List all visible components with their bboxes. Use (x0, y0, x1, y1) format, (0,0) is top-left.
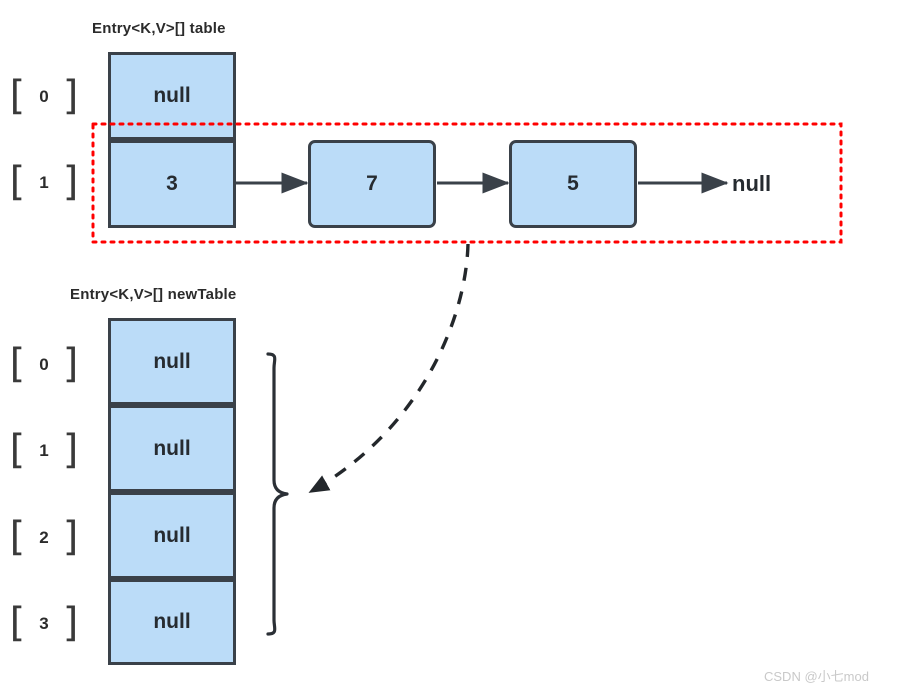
new-table-index-3: [ 3 ] (4, 593, 84, 653)
index-value: 3 (39, 614, 49, 633)
new-table-cell-1: null (108, 405, 236, 492)
index-value: 1 (39, 441, 49, 460)
new-table-cell-2: null (108, 492, 236, 579)
new-table-index-1: [ 1 ] (4, 420, 84, 480)
bracket-close-icon: ] (62, 427, 79, 473)
table-cell-0: null (108, 52, 236, 140)
new-table-index-0: [ 0 ] (4, 334, 84, 394)
bracket-open-icon: [ (9, 73, 26, 119)
index-value: 1 (39, 173, 49, 192)
index-value: 2 (39, 528, 49, 547)
index-value: 0 (39, 355, 49, 374)
new-table-brace (266, 352, 289, 636)
table-title: Entry<K,V>[] table (92, 20, 226, 37)
bracket-close-icon: ] (62, 600, 79, 646)
bracket-open-icon: [ (9, 427, 26, 473)
bracket-open-icon: [ (9, 600, 26, 646)
chain-terminator-null: null (732, 171, 772, 196)
table-index-1: [ 1 ] (4, 152, 84, 212)
new-table-cell-0: null (108, 318, 236, 405)
chain-node-5: 5 (509, 140, 637, 228)
new-table-cell-3: null (108, 579, 236, 665)
new-table-index-2: [ 2 ] (4, 507, 84, 567)
table-cell-1: 3 (108, 140, 236, 228)
table-index-0: [ 0 ] (4, 66, 84, 126)
bracket-close-icon: ] (62, 341, 79, 387)
bracket-open-icon: [ (9, 514, 26, 560)
bracket-open-icon: [ (9, 159, 26, 205)
bracket-open-icon: [ (9, 341, 26, 387)
new-table-title: Entry<K,V>[] newTable (70, 286, 237, 303)
transfer-dashed-arrow (308, 243, 470, 494)
chain-node-7: 7 (308, 140, 436, 228)
bracket-close-icon: ] (62, 514, 79, 560)
bracket-close-icon: ] (62, 159, 79, 205)
watermark-text: CSDN @小七mod (764, 669, 869, 684)
bracket-close-icon: ] (62, 73, 79, 119)
index-value: 0 (39, 87, 49, 106)
